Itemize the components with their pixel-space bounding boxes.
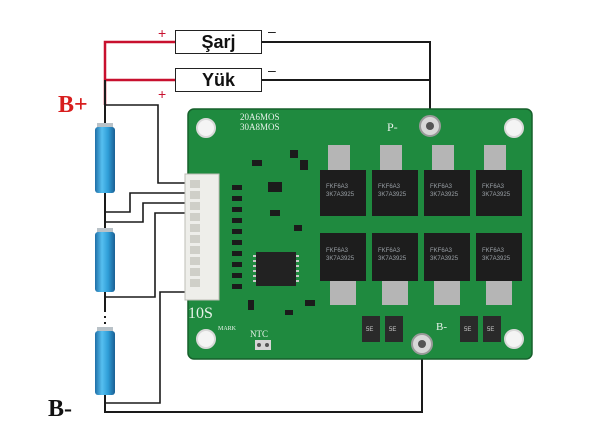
- charge-minus-sign: –: [268, 23, 276, 39]
- mosfet-label-2a: FKF6A3: [378, 184, 401, 190]
- mosfet-label-4a: FKF6A3: [482, 184, 505, 190]
- balance-wire-3: [105, 202, 188, 223]
- balance-wire-5: [105, 291, 188, 404]
- mosfet-label-5a: FKF6A3: [326, 248, 349, 254]
- balance-wire-1: [105, 104, 188, 184]
- p-minus-terminal: [419, 115, 441, 137]
- ntc-pads: [255, 340, 271, 350]
- battery-cell-1: [95, 123, 115, 193]
- mount-hole-top-left: [196, 118, 216, 138]
- silk-p-minus: P-: [387, 120, 398, 134]
- silk-ntc: NTC: [250, 329, 268, 339]
- b-minus-terminal: [411, 333, 433, 355]
- battery-cell-3: [95, 327, 115, 395]
- diodes-bottom: [362, 316, 501, 342]
- mosfet-labels: FKF6A3 3K7A3925 FKF6A3 3K7A3925 FKF6A3 3…: [326, 184, 511, 262]
- mosfet-label-6b: 3K7A3925: [378, 256, 407, 262]
- mosfet-label-1b: 3K7A3925: [326, 192, 355, 198]
- balance-wire-2: [105, 192, 188, 213]
- mosfet-row-bottom: [320, 233, 522, 305]
- mount-hole-bottom-left: [196, 329, 216, 349]
- mosfet-label-8a: FKF6A3: [482, 248, 505, 254]
- black-wire-charge-neg: [262, 41, 431, 120]
- b-minus-label: B-: [48, 396, 72, 422]
- mosfet-row-top: [320, 145, 522, 216]
- charge-label-box: Şarj: [175, 30, 262, 54]
- silk-mark: MARK: [218, 326, 237, 332]
- b-minus-wire: [104, 356, 423, 413]
- load-plus-sign: +: [158, 86, 167, 102]
- load-label-box: Yük: [175, 68, 262, 92]
- mount-hole-bottom-right: [504, 329, 524, 349]
- mount-hole-top-right: [504, 118, 524, 138]
- mosfet-label-2b: 3K7A3925: [378, 192, 407, 198]
- mosfet-label-5b: 3K7A3925: [326, 256, 355, 262]
- mosfet-label-3b: 3K7A3925: [430, 192, 459, 198]
- silk-b-minus: B-: [436, 321, 447, 333]
- mosfet-label-7a: FKF6A3: [430, 248, 453, 254]
- mosfet-label-4b: 3K7A3925: [482, 192, 511, 198]
- protection-ic: [253, 252, 299, 286]
- load-minus-sign: –: [268, 62, 276, 78]
- balance-wire-4: [105, 212, 188, 298]
- balance-connector: [184, 173, 220, 301]
- mosfet-label-1a: FKF6A3: [326, 184, 349, 190]
- silk-rating-1: 20A6MOS: [240, 112, 280, 122]
- resistor-column: [232, 185, 242, 289]
- mosfet-label-7b: 3K7A3925: [430, 256, 459, 262]
- b-plus-label: B+: [58, 92, 88, 118]
- small-components: [248, 150, 315, 315]
- silk-rating-2: 30A8MOS: [240, 122, 280, 132]
- diode-label-2: 5E: [389, 327, 396, 333]
- diode-label-4: 5E: [487, 327, 494, 333]
- mosfet-label-3a: FKF6A3: [430, 184, 453, 190]
- battery-cell-2: [95, 228, 115, 292]
- charge-label: Şarj: [201, 31, 236, 52]
- diode-label-1: 5E: [366, 327, 373, 333]
- diode-label-3: 5E: [464, 327, 471, 333]
- charge-plus-sign: +: [158, 25, 167, 41]
- load-label: Yük: [201, 69, 235, 90]
- mosfet-label-8b: 3K7A3925: [482, 256, 511, 262]
- diode-labels: 5E 5E 5E 5E: [366, 327, 494, 333]
- silk-series: 10S: [188, 305, 213, 322]
- mosfet-label-6a: FKF6A3: [378, 248, 401, 254]
